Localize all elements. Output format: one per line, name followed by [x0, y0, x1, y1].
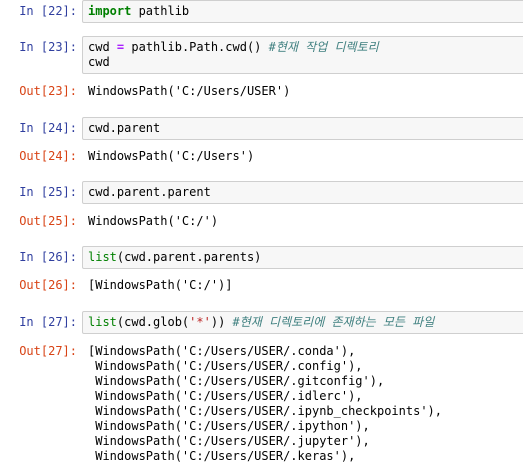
code-line: cwd — [88, 55, 523, 70]
output-prompt: Out[23]: — [19, 84, 77, 98]
code-token: cwd — [88, 55, 110, 69]
output-line: WindowsPath('C:/Users/USER/.ipython'), — [88, 419, 370, 433]
output-line: WindowsPath('C:/Users/USER/.idlerc'), — [88, 389, 363, 403]
code-token: (cwd.glob( — [116, 315, 190, 329]
code-line: cwd = pathlib.Path.cwd() #현재 작업 디렉토리 — [88, 40, 523, 55]
output-line: WindowsPath('C:/Users/USER/.gitconfig'), — [88, 374, 385, 388]
code-comment: #현재 작업 디렉토리 — [268, 40, 379, 54]
code-line: import pathlib — [88, 4, 523, 19]
code-token: )) — [210, 315, 233, 329]
code-token: cwd.parent.parent — [88, 185, 211, 199]
code-input-cell[interactable]: list(cwd.glob('*')) #현재 디렉토리에 존재하는 모든 파일 — [82, 311, 523, 334]
input-prompt: In [23]: — [19, 40, 77, 54]
output-line: WindowsPath('C:/Users') — [88, 149, 255, 163]
code-token: pathlib — [131, 4, 190, 18]
code-token: cwd — [88, 40, 117, 54]
output-line: [WindowsPath('C:/')] — [88, 278, 233, 292]
output-line: WindowsPath('C:/') — [88, 214, 219, 228]
output-line: WindowsPath('C:/Users/USER/.ipynb_checkp… — [88, 404, 443, 418]
cell-output: WindowsPath('C:/Users') — [88, 149, 523, 164]
code-line: cwd.parent.parent — [88, 185, 523, 200]
code-input-cell[interactable]: cwd.parent.parent — [82, 181, 523, 204]
cell-output: WindowsPath('C:/Users/USER') — [88, 84, 523, 99]
code-input-cell[interactable]: list(cwd.parent.parents) — [82, 246, 523, 269]
output-prompt: Out[27]: — [19, 344, 77, 358]
code-input-cell[interactable]: import pathlib — [82, 0, 523, 23]
cell-output: WindowsPath('C:/') — [88, 214, 523, 229]
code-keyword: import — [88, 4, 132, 18]
input-prompt: In [27]: — [19, 315, 77, 329]
cell-output: [WindowsPath('C:/Users/USER/.conda'), Wi… — [88, 344, 523, 464]
output-prompt: Out[24]: — [19, 149, 77, 163]
code-line: list(cwd.glob('*')) #현재 디렉토리에 존재하는 모든 파일 — [88, 315, 523, 330]
cell-output: [WindowsPath('C:/')] — [88, 278, 523, 293]
output-line: WindowsPath('C:/Users/USER/.jupyter'), — [88, 434, 370, 448]
code-builtin: list — [88, 250, 117, 264]
input-prompt: In [25]: — [19, 185, 77, 199]
input-prompt: In [24]: — [19, 121, 77, 135]
code-comment: #현재 디렉토리에 존재하는 모든 파일 — [232, 315, 435, 329]
input-prompt: In [22]: — [19, 4, 77, 18]
code-token: (cwd.parent.parents) — [116, 250, 262, 264]
code-builtin: list — [88, 315, 117, 329]
input-prompt: In [26]: — [19, 250, 77, 264]
output-line: WindowsPath('C:/Users/USER') — [88, 84, 291, 98]
code-line: cwd.parent — [88, 121, 523, 136]
output-prompt: Out[25]: — [19, 214, 77, 228]
code-line: list(cwd.parent.parents) — [88, 250, 523, 265]
output-line: WindowsPath('C:/Users/USER/.keras'), — [88, 449, 356, 463]
code-operator: = — [116, 40, 125, 54]
code-token: pathlib.Path.cwd() — [124, 40, 269, 54]
output-line: WindowsPath('C:/Users/USER/.config'), — [88, 359, 363, 373]
code-token: cwd.parent — [88, 121, 161, 135]
output-line: [WindowsPath('C:/Users/USER/.conda'), — [88, 344, 356, 358]
code-input-cell[interactable]: cwd.parent — [82, 117, 523, 140]
output-prompt: Out[26]: — [19, 278, 77, 292]
code-string: '*' — [189, 315, 211, 329]
